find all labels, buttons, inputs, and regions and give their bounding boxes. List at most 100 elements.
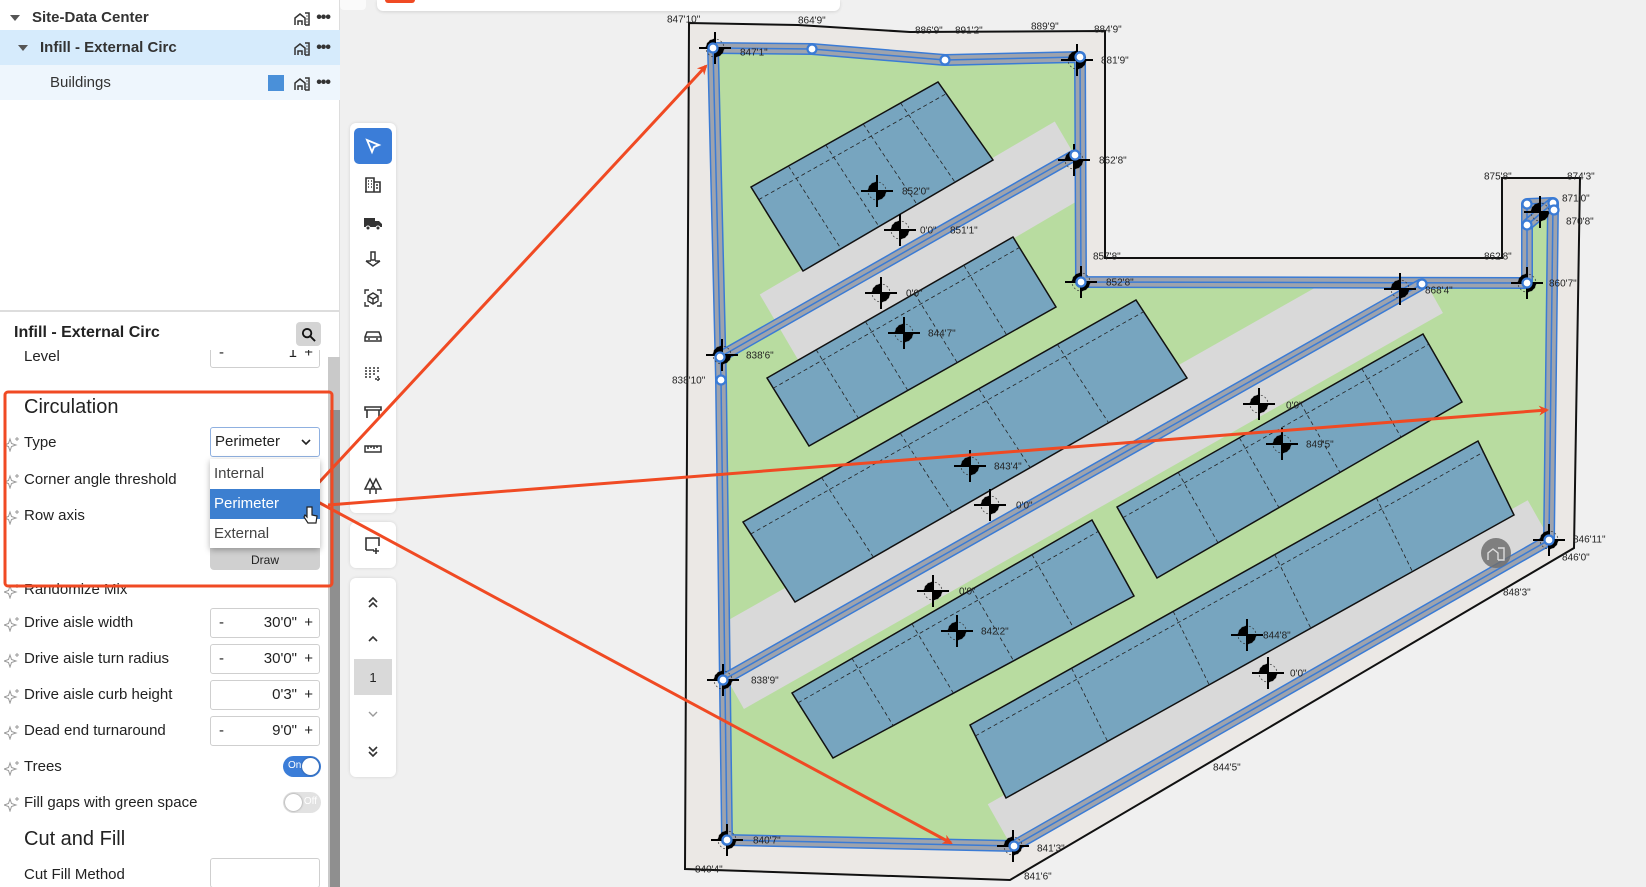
field-value[interactable]: 9'0" [272, 722, 297, 739]
building-tool-button[interactable] [354, 167, 392, 203]
increment-button[interactable]: + [304, 650, 313, 667]
increment-button[interactable]: + [304, 686, 313, 703]
decrement-button[interactable]: - [219, 650, 224, 667]
elevation-marker-icon[interactable] [1231, 619, 1263, 651]
elevation-marker-icon[interactable] [1384, 273, 1416, 305]
value-stepper[interactable]: - 30'0" + [210, 608, 320, 638]
elevation-marker-icon[interactable] [1266, 428, 1298, 460]
value-stepper[interactable]: - 9'0" + [210, 716, 320, 746]
vertex-handle[interactable] [721, 834, 733, 846]
elevation-label: 838'9" [751, 676, 779, 687]
measure-tool-button[interactable] [354, 431, 392, 467]
increment-button[interactable]: + [304, 614, 313, 631]
trees-toggle[interactable]: On [283, 756, 321, 777]
vertex-handle[interactable] [1416, 278, 1428, 290]
floor-tool-button[interactable] [354, 242, 392, 278]
vertex-handle[interactable] [1548, 204, 1560, 216]
elevation-marker-icon[interactable] [974, 489, 1006, 521]
sparkle-icon [4, 617, 19, 632]
decrement-button[interactable]: - [219, 614, 224, 631]
grid-tool-button[interactable] [354, 356, 392, 392]
vertex-handle[interactable] [714, 351, 726, 363]
building[interactable] [790, 518, 1136, 759]
current-level[interactable]: 1 [354, 659, 392, 695]
more-options-icon[interactable]: ••• [316, 8, 331, 26]
level-down-button[interactable] [354, 696, 392, 732]
elevation-marker-icon[interactable] [941, 615, 973, 647]
search-button[interactable] [296, 322, 321, 346]
cut-fill-method-select[interactable] [210, 858, 320, 887]
3d-object-tool-button[interactable] [354, 280, 392, 316]
decrement-button[interactable]: - [219, 722, 224, 739]
vertex-handle[interactable] [1521, 198, 1533, 210]
trees-tool-button[interactable] [354, 468, 392, 504]
building-icon[interactable] [294, 75, 310, 91]
building-icon[interactable] [294, 10, 310, 26]
vertex-handle[interactable] [806, 43, 818, 55]
color-swatch[interactable] [268, 74, 285, 91]
top-level-button[interactable] [354, 584, 392, 620]
circulation-path[interactable] [720, 278, 1425, 686]
vertex-handle[interactable] [1074, 51, 1086, 63]
vertex-handle[interactable] [1543, 534, 1555, 546]
elevation-marker-icon[interactable] [1243, 388, 1275, 420]
level-value[interactable]: 1 [288, 350, 297, 361]
tree-item-infill[interactable]: Infill - External Circ ••• [0, 30, 340, 65]
vertex-handle[interactable] [939, 54, 951, 66]
field-value[interactable]: 0'3" [272, 686, 297, 703]
vertex-handle[interactable] [1521, 277, 1533, 289]
field-value[interactable]: 30'0" [263, 614, 297, 631]
elevation-label: 870'8" [1566, 217, 1594, 228]
more-options-icon[interactable]: ••• [316, 73, 331, 91]
option-perimeter[interactable]: Perimeter [210, 489, 320, 519]
value-stepper[interactable]: 0'3" + [210, 680, 320, 710]
option-external[interactable]: External [214, 525, 270, 542]
tree-item-buildings[interactable]: Buildings ••• [0, 65, 340, 100]
tree-item-site[interactable]: Site-Data Center ••• [0, 0, 340, 35]
collapse-caret-icon[interactable] [10, 14, 20, 21]
building[interactable] [741, 299, 1189, 604]
type-select[interactable]: Perimeter [210, 427, 320, 457]
vertex-handle[interactable] [1521, 219, 1533, 231]
field-value[interactable]: 30'0" [263, 650, 297, 667]
level-up-button[interactable] [354, 621, 392, 657]
level-stepper[interactable]: - 1 + [210, 350, 320, 368]
top-toolbar-button[interactable] [385, 0, 415, 3]
collapse-caret-icon[interactable] [18, 44, 28, 51]
elevation-marker-icon[interactable] [865, 277, 897, 309]
vertex-handle[interactable] [707, 42, 719, 54]
vertex-handle[interactable] [1075, 276, 1087, 288]
increment-button[interactable]: + [304, 722, 313, 739]
vertex-handle[interactable] [1008, 840, 1020, 852]
option-internal[interactable]: Internal [214, 465, 265, 482]
add-view-button[interactable] [354, 527, 392, 563]
vertex-handle[interactable] [715, 374, 727, 386]
vertex-handle[interactable] [1069, 149, 1081, 161]
elevation-marker-icon[interactable] [888, 317, 920, 349]
search-icon [301, 327, 316, 342]
vertex-handle[interactable] [717, 674, 729, 686]
fill-gaps-toggle[interactable]: Off [283, 792, 321, 813]
building[interactable] [969, 439, 1515, 800]
decrement-button[interactable]: - [219, 350, 224, 361]
elevation-marker-icon[interactable] [917, 575, 949, 607]
columns-plus-icon [365, 367, 381, 382]
scrollbar-thumb[interactable] [330, 410, 340, 887]
value-stepper[interactable]: - 30'0" + [210, 644, 320, 674]
fill-gaps-label: Fill gaps with green space [24, 794, 198, 811]
elevation-marker-icon[interactable] [861, 175, 893, 207]
parking-tool-button[interactable] [354, 318, 392, 354]
home-view-button[interactable] [1481, 538, 1511, 568]
elevation-marker-icon[interactable] [1252, 657, 1284, 689]
select-tool-button[interactable] [354, 128, 392, 164]
elevation-marker-icon[interactable] [884, 214, 916, 246]
loading-dock-tool-button[interactable] [354, 205, 392, 241]
building[interactable] [749, 81, 995, 273]
circulation-path[interactable] [717, 149, 1078, 363]
bottom-level-button[interactable] [354, 734, 392, 770]
building-icon[interactable] [294, 40, 310, 56]
increment-button[interactable]: + [304, 350, 313, 361]
building[interactable] [765, 235, 1058, 448]
more-options-icon[interactable]: ••• [316, 38, 331, 56]
